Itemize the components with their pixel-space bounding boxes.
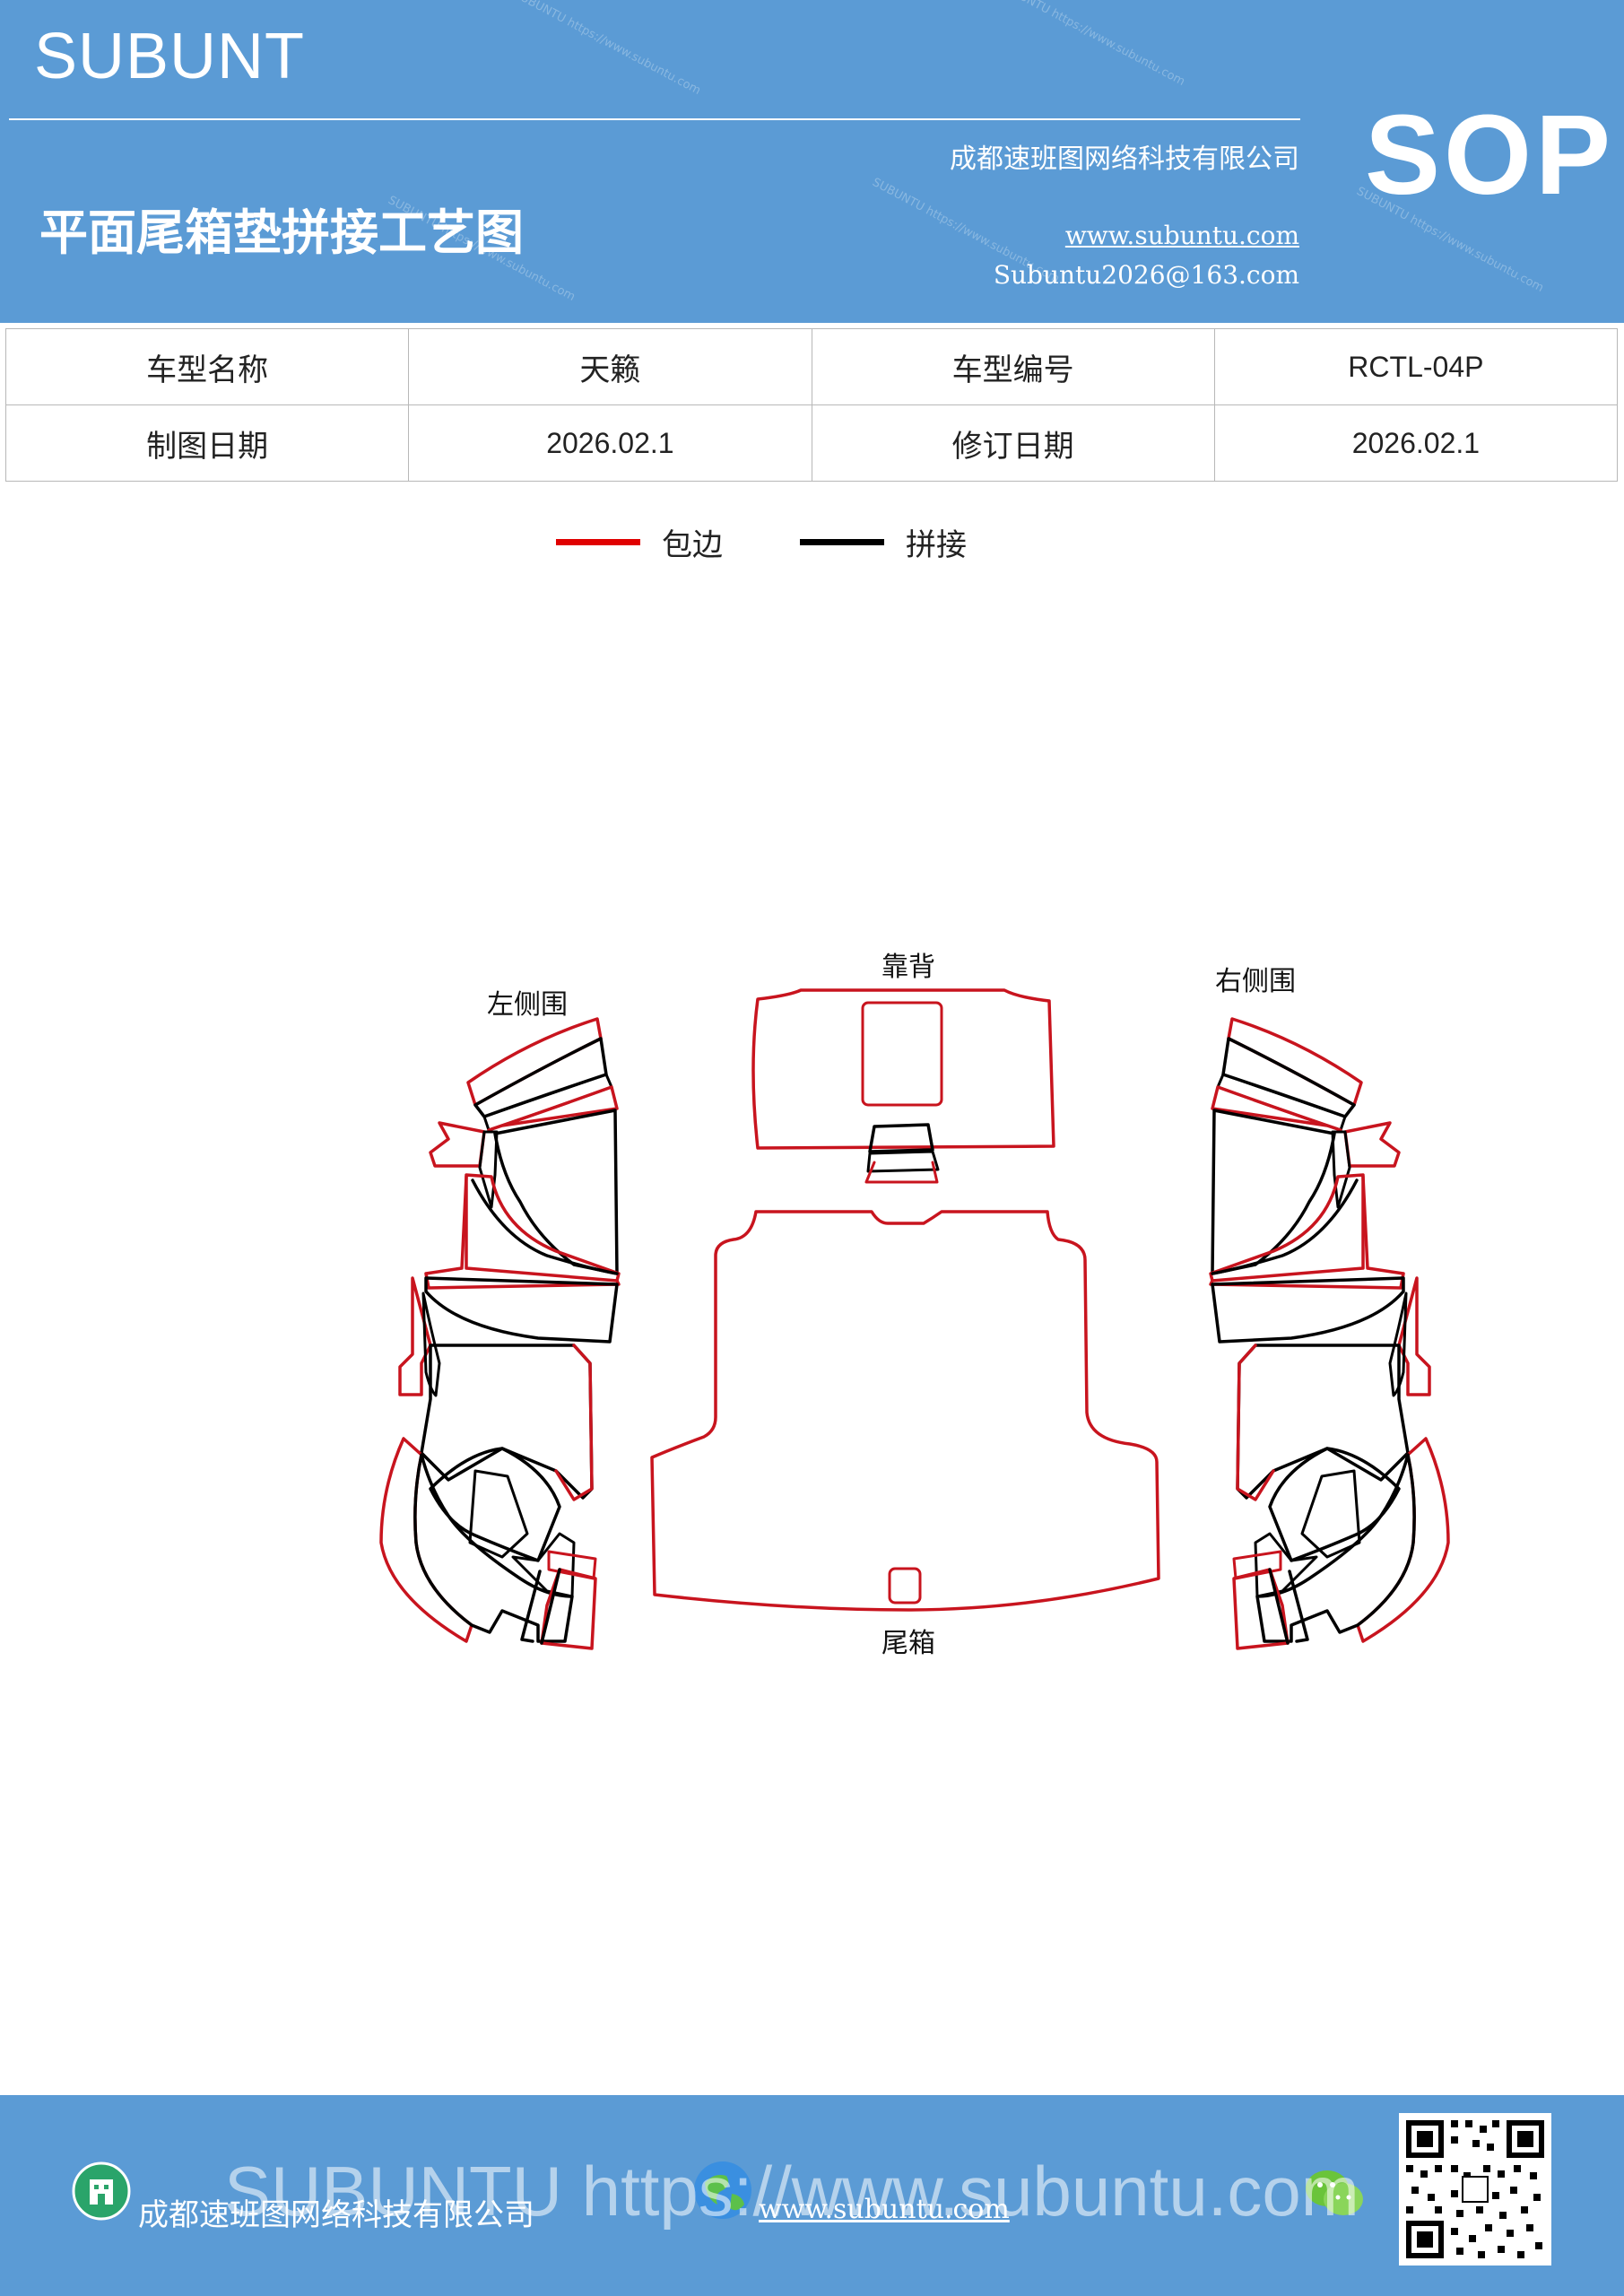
header-banner: SUBUNTU https://www.subuntu.com SUBUNTU … <box>0 0 1624 323</box>
backrest-label: 靠背 <box>881 952 935 983</box>
revision-date-value: 2026.02.1 <box>1213 404 1619 482</box>
legend-item-edge: 包边 <box>556 520 723 564</box>
trunk-floor-panel <box>650 1210 1160 1612</box>
page-title: 平面尾箱垫拼接工艺图 <box>39 204 524 261</box>
model-name-value: 天籁 <box>408 328 812 405</box>
legend-label: 拼接 <box>906 527 967 563</box>
left-side-panels <box>379 1017 621 1650</box>
revision-date-label: 修订日期 <box>811 404 1215 482</box>
qr-code <box>1399 2113 1551 2266</box>
trunk-label: 尾箱 <box>881 1628 935 1659</box>
building-icon <box>72 2161 131 2221</box>
sop-badge: SOP <box>1365 91 1615 218</box>
backrest-panel <box>751 988 1055 1184</box>
website-link[interactable]: www.subuntu.com <box>1064 221 1299 250</box>
drawing-date-label: 制图日期 <box>4 404 410 482</box>
left-side-label: 左侧围 <box>487 989 568 1021</box>
right-side-panels <box>1209 1017 1450 1650</box>
legend-label: 包边 <box>662 527 723 563</box>
model-name-label: 车型名称 <box>4 328 410 405</box>
table-row: 车型名称 天籁 车型编号 RCTL-04P <box>4 328 1619 405</box>
vehicle-info-table: 车型名称 天籁 车型编号 RCTL-04P 制图日期 2026.02.1 修订日… <box>4 328 1619 482</box>
legend-swatch-red <box>556 539 640 545</box>
legend: 包边 拼接 <box>0 520 1624 574</box>
legend-swatch-black <box>800 539 884 545</box>
legend-item-seam: 拼接 <box>800 520 967 564</box>
header-divider <box>9 118 1300 120</box>
footer-banner: SUBUNTU https://www.subuntu.com 成都速班图网络科… <box>0 2095 1624 2296</box>
table-row: 制图日期 2026.02.1 修订日期 2026.02.1 <box>4 404 1619 482</box>
drawing-date-value: 2026.02.1 <box>408 404 812 482</box>
footer-watermark: SUBUNTU https://www.subuntu.com <box>224 2152 1359 2231</box>
footer-company-name: 成都速班图网络科技有限公司 <box>138 2197 534 2233</box>
brand-name: SUBUNT <box>34 21 306 92</box>
model-code-value: RCTL-04P <box>1213 328 1619 405</box>
right-side-label: 右侧围 <box>1215 966 1296 997</box>
email-address[interactable]: Subuntu2026@163.com <box>993 260 1299 290</box>
wechat-icon <box>1306 2170 1363 2215</box>
company-name: 成都速班图网络科技有限公司 <box>950 144 1299 175</box>
footer-website-link[interactable]: www.subuntu.com <box>759 2194 1010 2225</box>
model-code-label: 车型编号 <box>811 328 1215 405</box>
globe-icon <box>694 2161 751 2219</box>
